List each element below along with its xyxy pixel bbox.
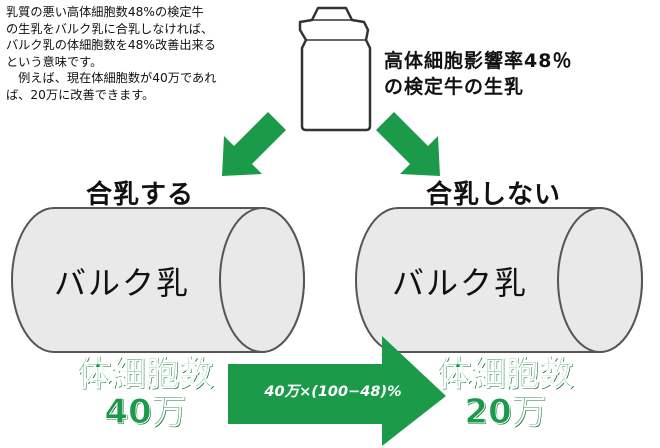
arrow-down-right-icon [376, 112, 440, 176]
milk-carton-icon [298, 6, 372, 132]
bulk-milk-drum-right [355, 207, 643, 353]
milk-carton-label: 高体細胞影響率48％ の検定牛の生乳 [384, 50, 573, 98]
heading-no-merge: 合乳しない [426, 180, 562, 210]
drum-label-left: バルク乳 [54, 264, 191, 302]
heading-merge: 合乳する [86, 180, 195, 210]
somatic-count-label-right: 体細胞数 [437, 354, 574, 394]
arrow-down-left-icon [222, 112, 286, 176]
somatic-count-value-left: 40万 [104, 392, 186, 432]
formula-label: 40万×(100−48)% [264, 384, 402, 400]
bulk-milk-drum-left [11, 207, 305, 353]
big-arrow-right-icon [228, 336, 446, 446]
drum-label-right: バルク乳 [392, 264, 529, 302]
explanation-text: 乳質の悪い高体細胞数48%の検定牛 の生乳をバルク乳に合乳しなければ、 バルク乳… [6, 5, 217, 102]
somatic-count-value-right: 20万 [464, 392, 546, 432]
somatic-count-label-left: 体細胞数 [77, 354, 214, 394]
